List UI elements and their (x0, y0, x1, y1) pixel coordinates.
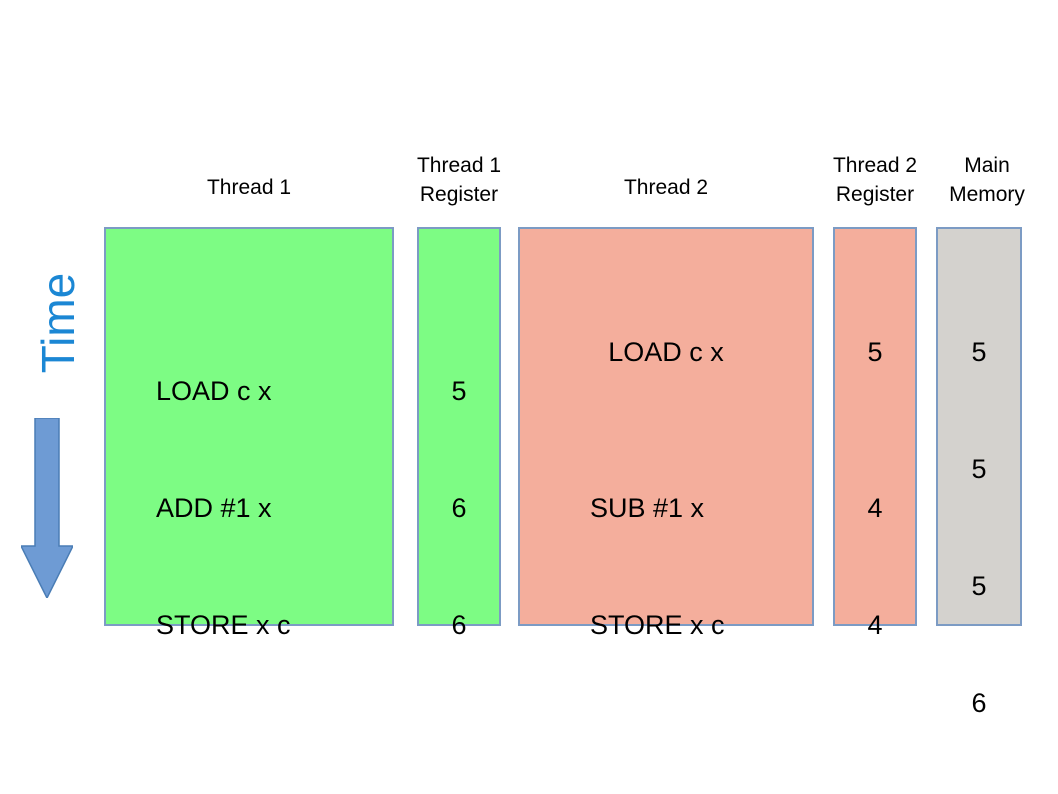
column-header-thread1-register: Thread 1 Register (416, 154, 502, 206)
register-value: 5 (867, 337, 883, 367)
thread2-register-box (833, 227, 917, 626)
thread1-box (104, 227, 394, 626)
register-value: 5 (451, 376, 467, 406)
column-header-thread1: Thread 1 (206, 176, 292, 199)
thread2-register-values-top: 5 (833, 255, 917, 450)
instruction-line: LOAD c x (156, 376, 272, 406)
instruction-line: LOAD c x (608, 337, 724, 367)
thread2-instruction-list-top: LOAD c x (518, 255, 814, 450)
time-axis-label: Time (32, 272, 84, 374)
instruction-line: STORE x c (590, 610, 725, 640)
thread1-register-box (417, 227, 501, 626)
memory-value: 6 (971, 688, 987, 718)
register-value: 4 (867, 493, 883, 523)
column-header-main-memory: Main Memory (949, 154, 1025, 206)
down-arrow-icon (19, 417, 75, 600)
register-value: 4 (867, 610, 883, 640)
instruction-line: SUB #1 x (590, 493, 705, 523)
register-value: 6 (451, 610, 467, 640)
thread2-box (518, 227, 814, 626)
thread1-register-values: 5 6 6 (417, 294, 501, 723)
main-memory-values: 5 5 5 6 6 4 (936, 255, 1022, 794)
thread2-register-values-bottom: 4 4 (833, 411, 917, 723)
instruction-line: STORE x c (156, 610, 291, 640)
main-memory-box (936, 227, 1022, 626)
memory-value: 5 (971, 571, 987, 601)
thread2-instruction-list-bottom: SUB #1 x STORE x c (590, 411, 830, 723)
register-value: 6 (451, 493, 467, 523)
column-header-thread2: Thread 2 (623, 176, 709, 199)
memory-value: 5 (971, 337, 987, 367)
column-header-thread2-register: Thread 2 Register (832, 154, 918, 206)
instruction-line: ADD #1 x (156, 493, 272, 523)
memory-value: 5 (971, 454, 987, 484)
thread1-instruction-list: LOAD c x ADD #1 x STORE x c (156, 294, 396, 723)
